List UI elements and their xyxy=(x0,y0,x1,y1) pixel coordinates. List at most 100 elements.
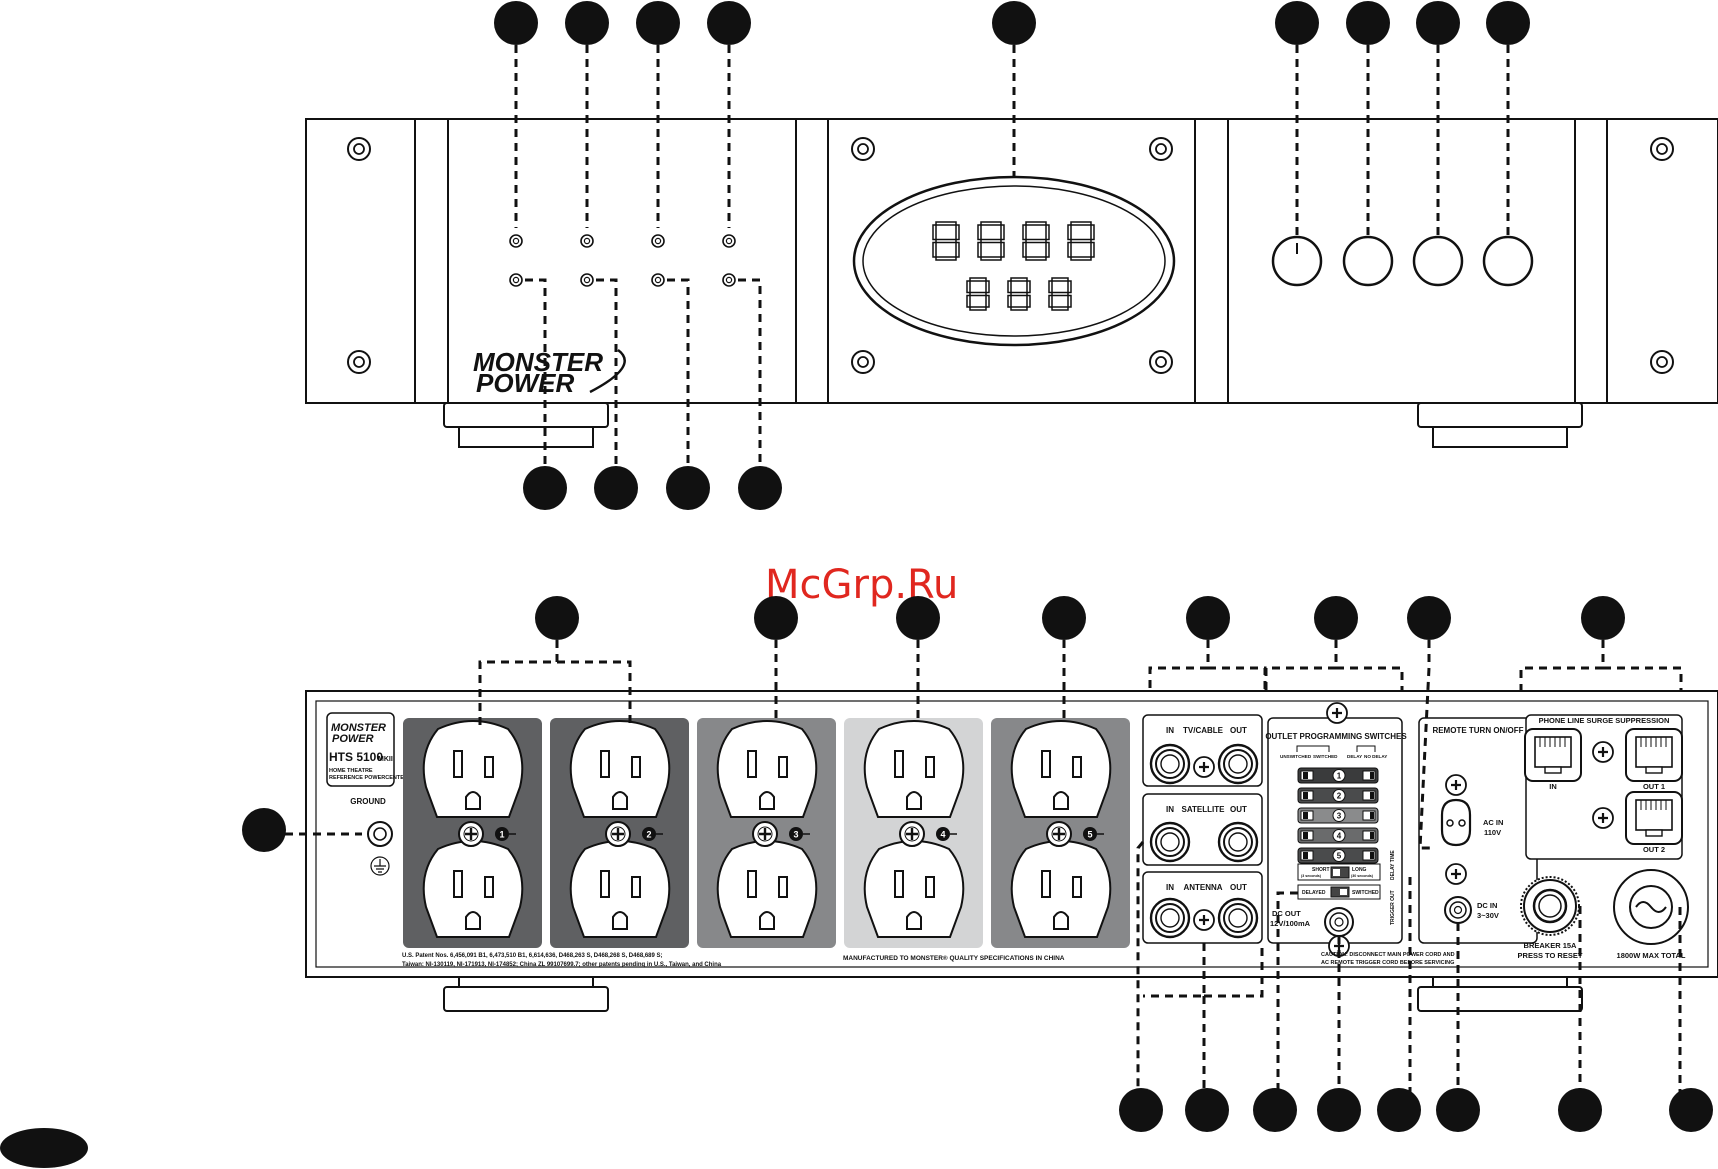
outlet-receptacle-top[interactable] xyxy=(863,720,965,818)
outlet-receptacle-bottom[interactable] xyxy=(863,840,965,938)
callout-marker xyxy=(1407,596,1451,640)
rear-subtitle-2: REFERENCE POWERCENTER xyxy=(329,775,408,781)
callout-marker xyxy=(1119,1088,1163,1132)
switch-toggle-right[interactable] xyxy=(1362,850,1376,861)
outlet-receptacle-top[interactable] xyxy=(1010,720,1112,818)
rear-foot xyxy=(443,976,609,1012)
outlet-receptacle-bottom[interactable] xyxy=(569,840,671,938)
outlet-receptacle-top[interactable] xyxy=(716,720,818,818)
antenna-in-label: IN xyxy=(1166,883,1174,892)
led-indicator-icon xyxy=(722,273,736,287)
segment xyxy=(1070,256,1092,261)
power-cord-entry: 1800W MAX TOTAL xyxy=(1613,869,1689,960)
segment xyxy=(955,224,960,241)
switch-number-label: 2 xyxy=(1337,792,1342,801)
callout-marker xyxy=(1185,1088,1229,1132)
antenna-out-label: OUT xyxy=(1230,883,1247,892)
phone-out1-label: OUT 1 xyxy=(1643,782,1665,791)
switch-toggle-right[interactable] xyxy=(1362,810,1376,821)
breaker[interactable]: BREAKER 15A PRESS TO RESET xyxy=(1518,876,1583,960)
segment xyxy=(969,291,987,297)
led-indicator-icon xyxy=(509,273,523,287)
satellite-in-connector[interactable] xyxy=(1149,821,1191,863)
outlet-switch-row-5: 5 xyxy=(1297,847,1379,864)
segment xyxy=(985,280,990,294)
switch-toggle-right[interactable] xyxy=(1362,830,1376,841)
ground-terminal[interactable]: GROUND xyxy=(350,797,393,876)
dc-in-label-1: DC IN xyxy=(1477,901,1497,910)
switch-number-label: 5 xyxy=(1337,852,1342,861)
segment xyxy=(977,224,982,241)
col-delay-label: DELAY xyxy=(1347,754,1362,759)
segment xyxy=(1051,291,1069,297)
ac-in-socket[interactable] xyxy=(1440,798,1472,847)
caution-line-1: CAUTION: DISCONNECT MAIN POWER CORD AND xyxy=(1321,952,1455,958)
screw-icon xyxy=(1650,137,1674,161)
segment-digit xyxy=(1067,221,1095,261)
outlet-receptacle-bottom[interactable] xyxy=(422,840,524,938)
front-button-2[interactable] xyxy=(1342,235,1394,287)
rear-logo: MONSTER POWER HTS 5100 MKII HOME THEATRE… xyxy=(326,712,408,787)
segment xyxy=(966,294,971,308)
satellite-out-connector[interactable] xyxy=(1217,821,1259,863)
switch-toggle-right[interactable] xyxy=(1362,770,1376,781)
segment xyxy=(1010,277,1028,282)
col-unswitched-label: UNSWITCHED xyxy=(1280,754,1312,759)
outlet-group-3: 3 xyxy=(697,718,836,948)
outlet-group-4: 4 xyxy=(844,718,983,948)
phone-out1-jack[interactable] xyxy=(1625,728,1683,782)
antenna-out-connector[interactable] xyxy=(1217,897,1259,939)
page-tab xyxy=(0,1128,88,1168)
segment xyxy=(935,256,957,261)
switch-toggle-right[interactable] xyxy=(1362,790,1376,801)
antenna-in-connector[interactable] xyxy=(1149,897,1191,939)
front-button-3[interactable] xyxy=(1412,235,1464,287)
outlet-receptacle-top[interactable] xyxy=(569,720,671,818)
callout-marker xyxy=(494,1,538,45)
segment xyxy=(1051,277,1069,282)
callout-marker xyxy=(1436,1088,1480,1132)
segment xyxy=(1010,306,1028,311)
power-button[interactable] xyxy=(1271,235,1323,287)
led-indicator-icon xyxy=(651,273,665,287)
led-indicator-icon xyxy=(509,234,523,248)
segment-digit xyxy=(1048,277,1072,311)
segment xyxy=(977,241,982,258)
front-button-4[interactable] xyxy=(1482,235,1534,287)
outlet-number-label: 2 xyxy=(646,830,651,840)
front-callouts xyxy=(514,45,1510,470)
phone-in-jack[interactable] xyxy=(1524,728,1582,782)
outlet-receptacle-bottom[interactable] xyxy=(1010,840,1112,938)
antenna-label: ANTENNA xyxy=(1183,883,1222,892)
outlet-receptacle-bottom[interactable] xyxy=(716,840,818,938)
max-total-label: 1800W MAX TOTAL xyxy=(1617,951,1686,960)
outlet-number-label: 1 xyxy=(499,830,504,840)
outlet-group-1: 1 xyxy=(403,718,542,948)
segment xyxy=(1048,294,1053,308)
ac-wave-icon xyxy=(1635,901,1667,913)
screw-icon xyxy=(604,820,632,848)
tvcable-in-connector[interactable] xyxy=(1149,743,1191,785)
segment xyxy=(1051,306,1069,311)
phone-out2-jack[interactable] xyxy=(1625,791,1683,845)
segment-digit xyxy=(932,221,960,261)
dc-out-label-1: DC OUT xyxy=(1272,909,1301,918)
callout-marker xyxy=(754,596,798,640)
segment xyxy=(1067,224,1072,241)
segment xyxy=(1000,224,1005,241)
outlet-switch-row-3: 3 xyxy=(1297,807,1379,824)
led-indicator-icon xyxy=(722,234,736,248)
callout-marker xyxy=(1346,1,1390,45)
tvcable-out-connector[interactable] xyxy=(1217,743,1259,785)
outlet-receptacle-top[interactable] xyxy=(422,720,524,818)
segment xyxy=(932,241,937,258)
screw-icon xyxy=(1325,701,1349,725)
segment xyxy=(1067,280,1072,294)
switched-label: SWITCHED xyxy=(1352,890,1379,896)
callout-marker xyxy=(1314,596,1358,640)
ac-in-label-1: AC IN xyxy=(1483,818,1503,827)
satellite-in-label: IN xyxy=(1166,805,1174,814)
rear-callouts xyxy=(285,640,1683,1098)
segment-digit xyxy=(1007,277,1031,311)
